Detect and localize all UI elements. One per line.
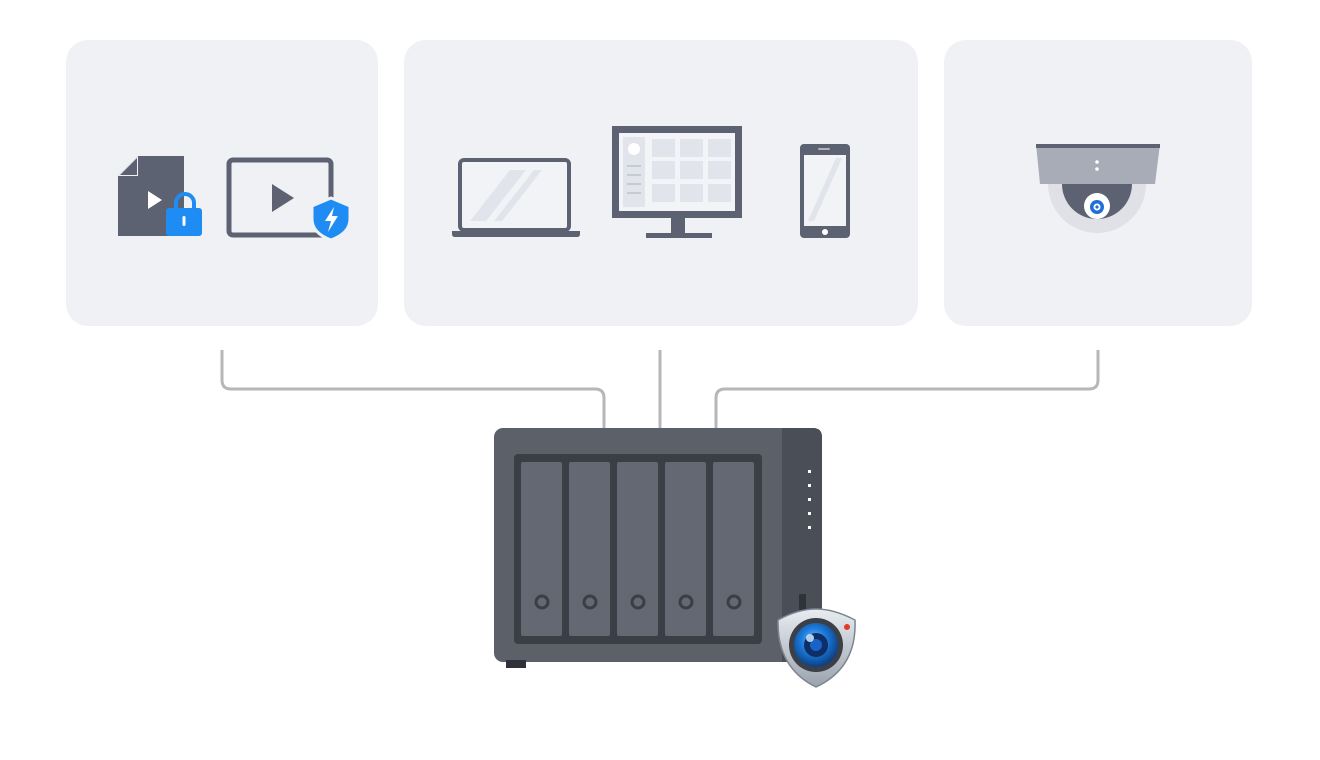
connector-lines bbox=[220, 350, 1100, 428]
status-leds bbox=[808, 470, 811, 529]
connector-left bbox=[220, 350, 606, 428]
smartphone-icon bbox=[800, 144, 850, 238]
protected-video-player-icon bbox=[226, 157, 352, 242]
surveillance-shield-icon bbox=[777, 608, 856, 688]
laptop-icon bbox=[452, 158, 580, 237]
connector-right bbox=[714, 350, 1100, 428]
drive-bay-locks bbox=[534, 594, 742, 610]
nas-server-icon bbox=[494, 428, 822, 668]
locked-video-file-icon bbox=[118, 156, 202, 236]
drive-bays bbox=[521, 462, 754, 636]
desktop-monitor-icon bbox=[612, 126, 742, 238]
dome-camera-icon bbox=[1036, 144, 1160, 233]
